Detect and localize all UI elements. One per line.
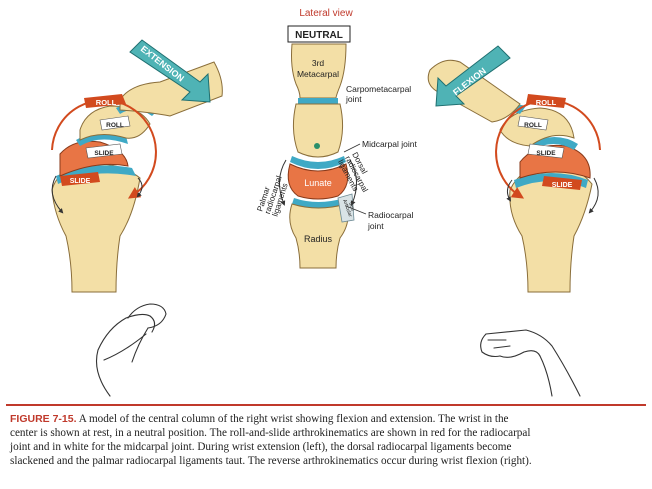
view-title: Lateral view [299,8,353,19]
left-roll-inner-tag [99,115,131,131]
right-roll-outer-label: ROLL [536,98,557,107]
right-roll-arc [495,99,601,199]
right-palmar-ligament-arrow [506,179,513,202]
radiocarpal-leader [345,205,367,215]
radiocarpal-cartilage [292,198,346,208]
lunate-bone [287,163,349,200]
neutral-label: NEUTRAL [295,30,343,41]
midcarpal-label: Midcarpal joint [362,139,417,149]
metacarpal-label-2: Metacarpal [297,69,339,79]
left-roll-arc [51,99,157,199]
articular-disc [337,193,355,223]
flexion-arrow [435,45,511,107]
left-dorsal-ligament-arrow [136,177,143,198]
left-hand-sketch [95,303,167,397]
caption-line-1: A model of the central column of the rig… [78,413,509,425]
left-slide-outer-tag [60,172,100,186]
caption-label: FIGURE 7-15. [10,413,77,425]
right-hand-sketch [480,329,581,397]
left-roll-outer-label: ROLL [96,98,117,107]
extension-arrow [129,39,211,103]
left-slide-inner-tag [85,143,123,159]
palmar-ligament-arrow [279,159,287,206]
radiocarpal-label-1: Radiocarpal [368,210,413,220]
neutral-label-box [287,25,351,43]
carpometacarpal-label-2: joint [345,94,362,104]
capitate-bone [292,103,344,158]
wrist-model-figure: Lateral view NEUTRAL 3rd Metacarpal Carp… [51,8,601,397]
capitate-axis-dot [314,143,320,149]
left-slide-outer-label: SLIDE [70,178,91,185]
caption-line-3: joint and in white for the midcarpal joi… [10,441,512,453]
neutral-wrist: NEUTRAL 3rd Metacarpal Carpometacarpal j… [255,25,417,269]
flexion-wrist: FLEXION ROLL ROLL SLIDE SLIDE [427,45,601,293]
right-slide-outer-tag [542,176,582,190]
radiocarpal-label-2: joint [367,221,384,231]
left-palmar-ligament-arrow [51,175,64,214]
midcarpal-leader [343,143,361,153]
dorsal-ligament-arrow [349,159,357,206]
caption-line-4: slackened and the palmar radiocarpal lig… [10,455,532,467]
left-metacarpal-bone [119,61,223,117]
disc-label-2: disc [347,202,356,213]
extension-label: EXTENSION [139,44,186,84]
figure-caption: FIGURE 7-15. A model of the central colu… [6,404,646,484]
radius-label: Radius [304,234,333,244]
right-dorsal-ligament-arrow [588,177,599,214]
right-slide-inner-label: SLIDE [536,150,556,157]
caption-line-2: center is shown at rest, in a neutral po… [10,427,531,439]
left-roll-tag [84,94,126,108]
right-slide-outer-label: SLIDE [552,182,573,189]
midcarpal-cartilage [290,156,346,169]
metacarpal-label-1: 3rd [312,58,325,68]
left-roll-inner-label: ROLL [106,122,124,129]
right-slide-inner-tag [527,143,565,159]
left-slide-inner-label: SLIDE [94,150,114,157]
carpometacarpal-label-1: Carpometacarpal [346,84,411,94]
extension-wrist: EXTENSION ROLL ROLL SLIDE SLIDE [51,39,223,293]
lunate-label: Lunate [304,178,332,188]
right-roll-tag [526,94,566,108]
right-roll-inner-tag [517,115,549,131]
right-metacarpal-bone [427,59,521,123]
carpometacarpal-cartilage [298,98,338,104]
right-roll-inner-label: ROLL [524,122,542,129]
